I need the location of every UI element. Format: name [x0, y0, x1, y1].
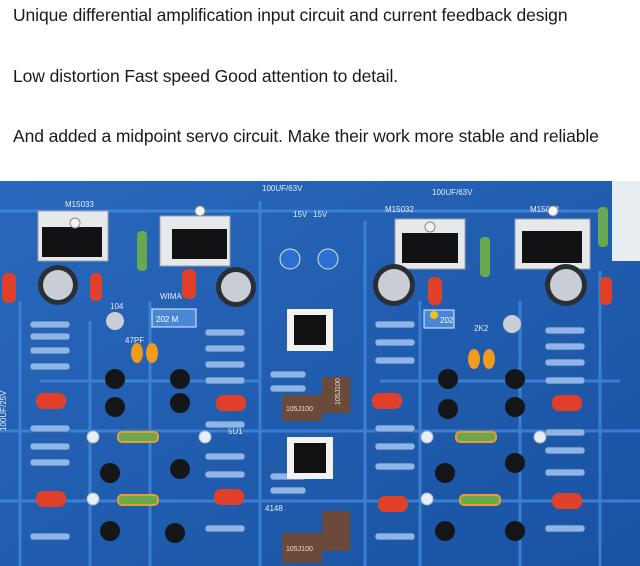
power-transistors — [37, 205, 591, 270]
pcb-board-illustration: 100UF/63V 100UF/63V M15033 M15032 M15033… — [0, 181, 640, 566]
op-amp-chips — [287, 309, 333, 479]
silk-transistor-1: M15033 — [65, 200, 94, 209]
electrolytic-capacitors — [38, 248, 587, 333]
silk-transistor-2: M15032 — [385, 205, 414, 214]
silk-2k2: 2K2 — [474, 324, 489, 333]
caption-line-1: Unique differential amplification input … — [13, 5, 568, 25]
silk-trim-2: 202 — [440, 316, 454, 325]
silk-zener-2: 15V — [313, 210, 328, 219]
silk-transistor-3: M15033 — [530, 205, 559, 214]
silk-cap-top-right: 100UF/63V — [432, 188, 473, 197]
trim-potentiometers: 202 M 202 — [151, 308, 455, 329]
silk-47pf: 47PF — [125, 336, 144, 345]
silk-100uf25v: 100UF/25V — [0, 390, 8, 431]
pcb-photo: 100UF/63V 100UF/63V M15033 M15032 M15033… — [0, 181, 640, 566]
orange-capacitors — [131, 343, 495, 369]
silk-trim-1: 202 M — [156, 315, 179, 324]
small-transistors — [100, 369, 525, 543]
silk-5u1: 5U1 — [228, 427, 243, 436]
film-capacitors: 105J100 105J100 105J100 — [282, 377, 350, 563]
inductors — [117, 207, 608, 506]
resistor-array — [29, 320, 586, 541]
board-edge — [612, 181, 640, 261]
silk-zener-1: 15V — [293, 210, 308, 219]
silk-cap-top-left: 100UF/63V — [262, 184, 303, 193]
caption-line-3: And added a midpoint servo circuit. Make… — [13, 126, 599, 146]
silk-104: 104 — [110, 302, 124, 311]
red-capacitors — [2, 269, 612, 512]
silk-4148: 4148 — [265, 504, 283, 513]
silk-cap-box-1: 105J100 — [286, 406, 313, 413]
silk-wima: WIMA — [160, 292, 182, 301]
caption-line-2: Low distortion Fast speed Good attention… — [13, 66, 399, 86]
test-points — [86, 430, 547, 506]
silk-cap-box-3: 105J100 — [335, 378, 342, 405]
silk-cap-box-2: 105J100 — [286, 546, 313, 553]
